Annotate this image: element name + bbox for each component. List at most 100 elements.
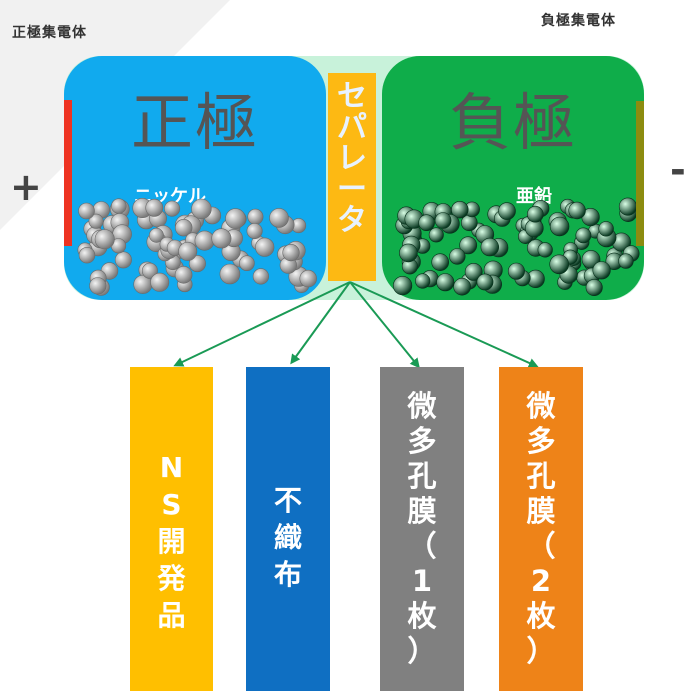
zinc-particle: [527, 205, 544, 223]
zinc-particle: [436, 273, 455, 292]
zinc-particle: [451, 201, 469, 219]
option-label-char: ）: [526, 634, 556, 668]
separator-label: セ パ レ ー タ: [328, 81, 376, 236]
nickel-particle: [252, 268, 269, 285]
option-label-char: 枚: [526, 599, 556, 633]
zinc-particle: [449, 248, 466, 265]
nickel-particle: [78, 247, 96, 264]
nickel-particle: [89, 277, 107, 295]
option-label-char: 織: [273, 521, 302, 554]
nickel-particle: [269, 208, 289, 228]
option-label-char: 発: [157, 562, 186, 595]
nickel-particle: [282, 244, 300, 262]
option-label-char: 孔: [407, 459, 437, 493]
nickel-particle: [114, 251, 132, 269]
separator-label-char: パ: [337, 110, 367, 145]
option-label-char: 多: [526, 424, 556, 458]
nickel-particle: [141, 262, 158, 279]
option-label-char: （: [407, 529, 437, 563]
option-label-char: 不: [273, 484, 302, 517]
option-label-char: 2: [530, 564, 552, 598]
arrow-to-microporous-2-option: [349, 281, 539, 368]
zinc-particle: [428, 227, 444, 243]
arrow-to-nonwoven-option: [290, 281, 351, 365]
positive-electrode: 正極 ニッケル: [64, 56, 326, 300]
nickel-particle: [145, 198, 164, 217]
separator-label-char: レ: [337, 141, 367, 176]
separator: セ パ レ ー タ: [328, 73, 376, 281]
nickel-particle: [219, 263, 241, 285]
option-label-char: 枚: [407, 599, 437, 633]
zinc-particles: [393, 197, 640, 297]
option-label: 不 織 布: [246, 482, 330, 593]
separator-option-microporous-2: 微 多 孔 膜 （ 2 枚 ）: [499, 367, 583, 691]
separator-label-char: セ: [337, 79, 367, 114]
zinc-particle: [618, 253, 634, 269]
option-label-char: 孔: [526, 459, 556, 493]
zinc-particle: [549, 254, 569, 275]
zinc-particle: [598, 221, 614, 237]
arrow-to-microporous-1-option: [349, 281, 420, 369]
zinc-particle: [464, 262, 483, 281]
zinc-particle: [585, 279, 603, 297]
negative-collector-label: 負極集電体: [541, 13, 616, 29]
option-label-char: 膜: [407, 494, 437, 528]
nickel-particle: [211, 228, 232, 249]
nickel-particle: [178, 241, 198, 261]
negative-current-collector: [636, 101, 644, 246]
nickel-particle: [164, 200, 181, 217]
option-label: N S 開 発 品: [130, 449, 213, 634]
option-label-char: 微: [526, 389, 556, 423]
nickel-particle: [149, 227, 164, 243]
zinc-particle: [393, 276, 413, 296]
option-label-char: 微: [407, 389, 437, 423]
option-label-char: ）: [407, 634, 437, 668]
nickel-particle: [299, 269, 317, 288]
negative-electrode: 負極 亜鉛: [382, 56, 644, 300]
separator-label-char: タ: [337, 203, 367, 238]
option-label-char: （: [526, 529, 556, 563]
zinc-particle: [434, 212, 452, 229]
option-label: 微 多 孔 膜 （ 2 枚 ）: [499, 389, 583, 669]
nickel-particle: [78, 202, 95, 220]
positive-electrode-title: 正極: [130, 86, 259, 159]
zinc-particle: [549, 216, 570, 237]
option-label: 微 多 孔 膜 （ 1 枚 ）: [380, 389, 464, 669]
zinc-particle: [592, 261, 611, 280]
negative-electrode-title: 負極: [448, 86, 577, 159]
nickel-particle: [88, 213, 104, 229]
positive-current-collector: [64, 100, 72, 246]
zinc-particle: [507, 262, 525, 280]
nickel-particle: [150, 272, 170, 292]
option-label-char: 膜: [526, 494, 556, 528]
option-label-char: 多: [407, 424, 437, 458]
zinc-particle: [453, 277, 471, 296]
option-label-char: S: [161, 488, 182, 521]
nickel-particle: [239, 255, 255, 271]
positive-terminal-sign: +: [10, 165, 42, 209]
nickel-particle: [255, 237, 275, 257]
nickel-particle: [191, 198, 212, 220]
zinc-particle: [459, 236, 478, 255]
nickel-particle: [225, 208, 246, 229]
separator-option-nonwoven: 不 織 布: [246, 367, 330, 691]
zinc-particle: [418, 214, 435, 231]
zinc-particle: [498, 202, 516, 220]
positive-collector-label: 正極集電体: [12, 25, 87, 41]
nickel-particle: [174, 219, 193, 237]
zinc-particle: [480, 237, 500, 257]
option-label-char: 品: [157, 599, 186, 632]
negative-terminal-sign: -: [670, 148, 686, 192]
arrow-to-ns-option: [173, 281, 351, 367]
nickel-particle: [188, 255, 206, 273]
option-label-char: 布: [273, 558, 302, 591]
separator-option-ns-product: N S 開 発 品: [130, 367, 213, 691]
option-label-char: N: [159, 451, 184, 484]
nickel-particle: [246, 223, 263, 240]
zinc-particle: [431, 253, 450, 271]
zinc-particle: [537, 242, 553, 258]
separator-option-microporous-1: 微 多 孔 膜 （ 1 枚 ）: [380, 367, 464, 691]
zinc-particle: [568, 201, 586, 220]
option-label-char: 1: [411, 564, 433, 598]
